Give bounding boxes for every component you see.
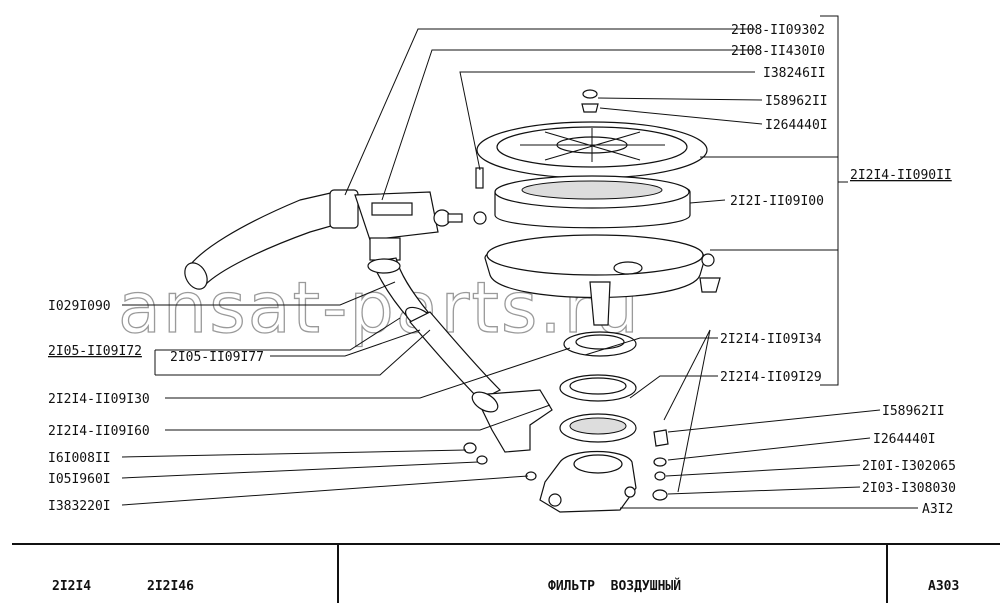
label-right-9: I58962II [882,404,945,419]
label-right-13: A3I2 [922,502,953,517]
footer-frame [12,543,1000,603]
leader-lines [121,15,918,509]
footer-model-2: 2I2I46 [147,579,194,594]
label-right-2: 2I08-II430I0 [731,44,825,59]
label-left-6: I6I008II [48,451,111,466]
label-right-6: 2I2I-II09I00 [730,194,824,209]
label-left-2: 2I05-II09I72 [48,344,142,359]
label-right-11: 2I0I-I302065 [862,459,956,474]
label-right-10: I264440I [873,432,936,447]
left-labels: I029I090 2I05-II09I72 2I05-II09I77 2I2I4… [48,299,264,514]
footer-title: ФИЛЬТР ВОЗДУШНЫЙ [548,578,681,594]
right-labels: 2I08-II09302 2I08-II430I0 I38246II I5896… [720,23,956,517]
label-left-7: I05I960I [48,472,111,487]
footer-code: A303 [928,579,959,594]
footer-model-1: 2I2I4 [52,579,91,594]
parts-drawing [184,89,721,513]
label-right-7: 2I2I4-II09I34 [720,332,822,347]
label-right-8: 2I2I4-II09I29 [720,370,822,385]
label-group: 2I2I4-II090II [850,168,952,183]
label-left-1: I029I090 [48,299,111,314]
label-left-5: 2I2I4-II09I60 [48,424,150,439]
label-left-3: 2I05-II09I77 [170,350,264,365]
label-right-5: I264440I [765,118,828,133]
label-right-1: 2I08-II09302 [731,23,825,38]
label-right-4: I58962II [765,94,828,109]
label-right-12: 2I03-I308030 [862,481,956,496]
label-left-8: I383220I [48,499,111,514]
label-left-4: 2I2I4-II09I30 [48,392,150,407]
label-right-3: I38246II [763,66,826,81]
